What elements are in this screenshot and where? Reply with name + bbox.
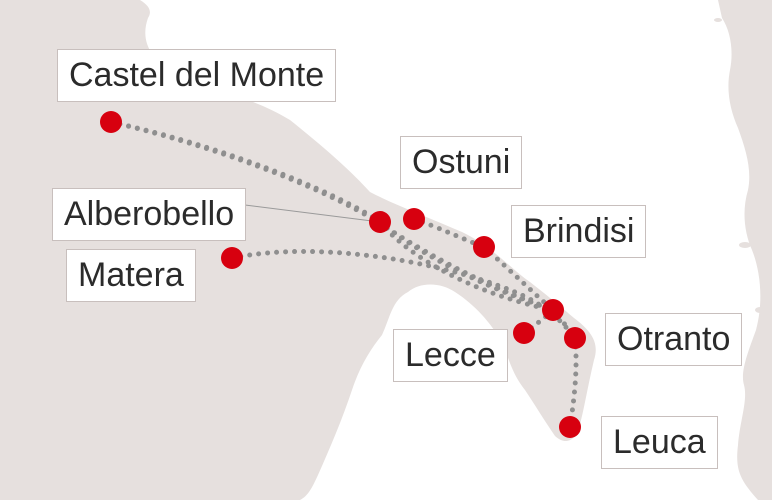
label-lecce: Lecce — [393, 329, 508, 382]
label-alberobello: Alberobello — [52, 188, 247, 241]
label-otranto: Otranto — [605, 313, 743, 366]
label-ostuni: Ostuni — [400, 136, 523, 189]
leader-line-alberobello — [244, 204, 381, 223]
dot-leuca — [559, 416, 581, 438]
label-castel-del-monte: Castel del Monte — [57, 49, 337, 102]
route-alberobello-lecce — [377, 219, 556, 313]
dot-brindisi — [473, 236, 495, 258]
island — [739, 242, 751, 248]
label-brindisi: Brindisi — [511, 205, 647, 258]
dot-otranto-upper — [542, 299, 564, 321]
dot-alberobello — [369, 211, 391, 233]
label-matera: Matera — [66, 249, 196, 302]
route-lecce-otranto — [550, 307, 578, 341]
dot-ostuni — [403, 208, 425, 230]
landmass-balkans — [718, 0, 772, 500]
route-matera-otranto — [229, 248, 578, 341]
island — [714, 18, 722, 22]
dot-matera — [221, 247, 243, 269]
label-leuca: Leuca — [601, 416, 718, 469]
dot-castel-del-monte — [100, 111, 122, 133]
island — [755, 307, 765, 313]
dot-otranto — [564, 327, 586, 349]
landmass-italy — [0, 0, 596, 500]
route-castel-lecce — [108, 119, 556, 313]
dot-lecce — [513, 322, 535, 344]
